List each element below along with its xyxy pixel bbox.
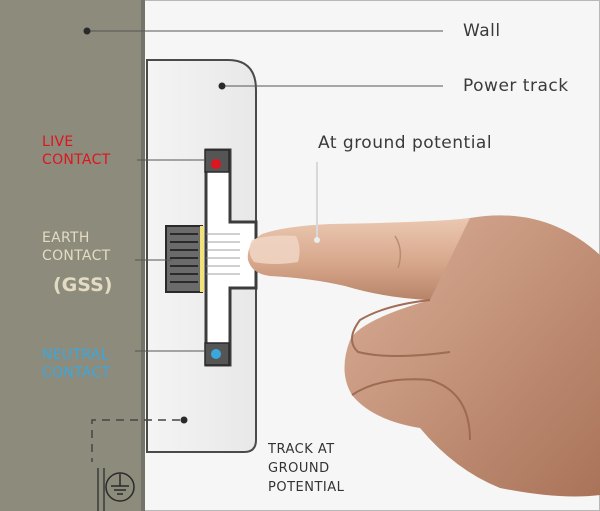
earth-contact-grill (170, 233, 198, 283)
live-label-line-1: LIVE (42, 134, 74, 150)
ground-potential-dot (314, 237, 320, 243)
index-finger (247, 218, 470, 300)
ground-symbol-icon (105, 472, 135, 502)
track-at-ground-label: TRACK AT GROUND POTENTIAL (268, 440, 344, 497)
live-contact-dot (211, 159, 221, 169)
leader-lines (87, 30, 443, 352)
earth-contact-strip (200, 226, 204, 292)
at-ground-potential-label: At ground potential (318, 133, 493, 153)
finger-knuckle-line (394, 235, 402, 269)
earth-label-line-2: CONTACT (42, 248, 111, 264)
wall-label: Wall (463, 21, 501, 41)
power-track-leader-dot (218, 82, 226, 90)
earth-contact-overlay (206, 233, 240, 275)
wall (0, 0, 144, 511)
track-ground-line-1: TRACK AT (268, 442, 335, 457)
neutral-contact-label: NEUTRAL CONTACT (42, 346, 111, 382)
wall-leader-dot (83, 27, 91, 35)
gss-label: (GSS) (53, 274, 113, 296)
finger-icon (247, 215, 600, 497)
middle-finger (351, 299, 451, 357)
live-label-line-2: CONTACT (42, 152, 111, 168)
earth-contact-label: EARTH CONTACT (42, 229, 111, 265)
thumb (351, 378, 471, 441)
track-ground-line-3: POTENTIAL (268, 480, 345, 495)
earth-label-line-1: EARTH (42, 230, 90, 246)
neutral-label-line-1: NEUTRAL (42, 347, 109, 363)
live-contact-label: LIVE CONTACT (42, 133, 111, 169)
track-ground-line-2: GROUND (268, 461, 330, 476)
ground-wire (91, 419, 180, 462)
hand-palm (344, 215, 600, 497)
power-track-label: Power track (463, 76, 569, 96)
track-ground-dot (180, 416, 188, 424)
finger-nail (249, 235, 300, 264)
wall-edge (141, 0, 145, 511)
neutral-contact-dot (211, 349, 221, 359)
ground-cable (97, 468, 105, 511)
neutral-label-line-2: CONTACT (42, 365, 111, 381)
